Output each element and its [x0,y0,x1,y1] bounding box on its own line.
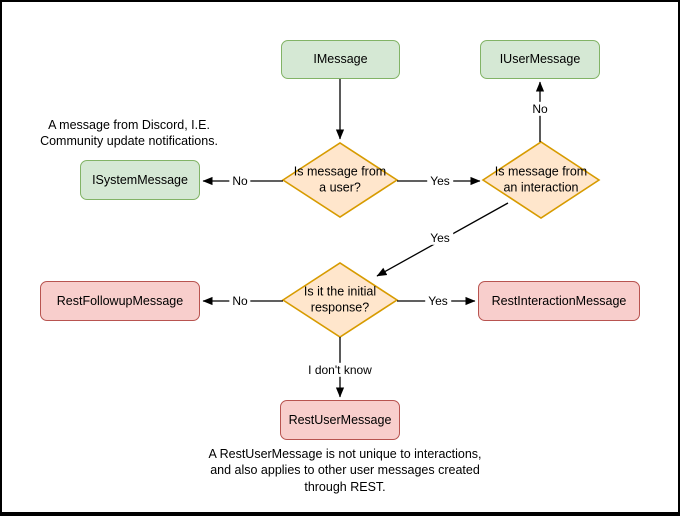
edge-label-initial-response-yes: Yes [425,293,451,309]
decision-is-from-interaction-shape [481,141,601,219]
node-iusermessage: IUserMessage [480,40,600,79]
edge-label-initial-response-no: No [229,293,251,309]
note-system-message: A message from Discord, I.E. Community u… [40,118,218,149]
node-imessage: IMessage [281,40,400,79]
node-restinteractionmessage: RestInteractionMessage [478,281,640,321]
node-isystemmessage: ISystemMessage [80,160,200,200]
edge-label-from-interaction-no: No [529,101,551,117]
edge-label-from-user-yes: Yes [427,173,453,189]
decision-is-from-user-shape [281,142,399,218]
edge-label-from-user-no: No [229,173,251,189]
decision-is-initial-response-shape [281,262,399,338]
edge-label-from-interaction-yes: Yes [427,230,453,246]
edge-label-initial-response-unknown: I don't know [305,362,375,378]
node-restfollowupmessage: RestFollowupMessage [40,281,200,321]
note-rest-user-message: A RestUserMessage is not unique to inter… [208,447,482,494]
node-restusermessage: RestUserMessage [280,400,400,440]
